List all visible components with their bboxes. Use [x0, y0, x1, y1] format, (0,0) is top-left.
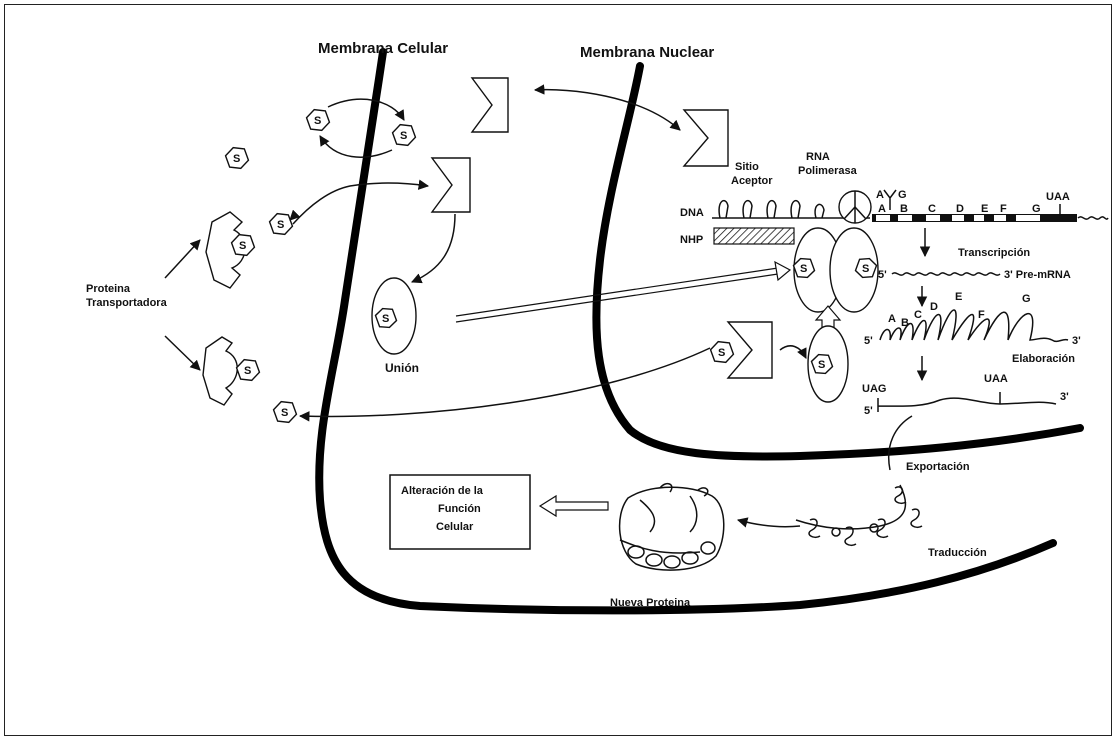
ribosome-chain — [809, 487, 922, 545]
svg-text:S: S — [718, 347, 725, 359]
nuclear-membrane-label: Membrana Nuclear — [580, 44, 714, 61]
exon-label: B — [900, 203, 908, 215]
arrow — [412, 214, 455, 282]
exon-label: D — [956, 203, 964, 215]
rna-polymerase-label: Polimerasa — [798, 165, 858, 177]
mrna-strand — [878, 392, 1056, 412]
steroid-molecule: S — [268, 210, 294, 238]
hollow-left-arrow — [540, 496, 608, 516]
svg-text:S: S — [233, 153, 240, 165]
transport-protein-label: Transportadora — [86, 297, 168, 309]
svg-text:A: A — [888, 313, 896, 325]
exon-label: F — [1000, 203, 1007, 215]
uaa-label: UAA — [984, 373, 1008, 385]
exon-label: G — [1032, 203, 1041, 215]
uaa-label: UAA — [1046, 191, 1070, 203]
exon-label: C — [928, 203, 936, 215]
gene-bar — [872, 214, 1108, 222]
receptor-dimer: S S — [792, 228, 878, 312]
exon-label: A — [878, 203, 886, 215]
hollow-arrow — [456, 262, 790, 322]
svg-text:D: D — [930, 301, 938, 313]
svg-text:S: S — [281, 407, 288, 419]
dna-label: DNA — [680, 207, 704, 219]
three-prime-label: 3' — [1060, 391, 1069, 403]
svg-text:B: B — [901, 317, 909, 329]
steroid-molecule: S — [224, 144, 250, 172]
nhp-label: NHP — [680, 234, 703, 246]
transport-protein-label: Proteina — [86, 283, 131, 295]
svg-text:C: C — [914, 309, 922, 321]
acceptor-site-label: Sitio — [735, 161, 759, 173]
transport-protein: S — [206, 212, 256, 288]
uag-label: UAG — [862, 383, 886, 395]
receptor — [728, 322, 772, 378]
exchange-arrow — [328, 99, 404, 120]
arrow — [300, 348, 710, 416]
new-protein — [620, 484, 724, 570]
union-label: Unión — [385, 361, 419, 375]
elaboration-label: Elaboración — [1012, 353, 1075, 365]
receptor-complex: S — [808, 326, 848, 402]
rna-polymerase — [839, 191, 871, 223]
svg-text:G: G — [1022, 293, 1031, 305]
receptor — [472, 78, 508, 132]
svg-text:S: S — [818, 359, 825, 371]
svg-text:E: E — [955, 291, 962, 303]
arrow — [780, 346, 806, 358]
five-prime-label: 5' — [878, 269, 887, 281]
steroid-molecule: S — [391, 121, 417, 149]
nhp-block — [714, 228, 794, 244]
cell-function-label: Alteración de la — [401, 485, 484, 497]
exportation-label: Exportación — [906, 461, 970, 473]
new-protein-label: Nueva Proteina — [610, 597, 691, 609]
svg-text:S: S — [862, 263, 869, 275]
intron-a-label: A — [876, 189, 884, 201]
cell-function-label: Celular — [436, 521, 474, 533]
svg-text:S: S — [800, 263, 807, 275]
svg-text:S: S — [239, 240, 246, 252]
cell-function-label: Función — [438, 503, 481, 515]
dna-loops — [719, 201, 824, 218]
rna-polymerase-label: RNA — [806, 151, 830, 163]
receptor — [684, 110, 728, 166]
translation-label: Traducción — [928, 547, 987, 559]
arrow — [535, 90, 680, 130]
transport-protein: S — [203, 337, 261, 405]
svg-text:S: S — [382, 313, 389, 325]
svg-text:S: S — [400, 130, 407, 142]
intron-g-label: G — [898, 189, 907, 201]
polysome-mrna — [796, 485, 905, 529]
five-prime-label: 5' — [864, 335, 873, 347]
arrow — [165, 240, 200, 278]
receptor — [432, 158, 470, 212]
receptor-complex: S — [372, 278, 416, 354]
arrow — [738, 520, 800, 527]
pre-mrna-strand — [892, 273, 1000, 275]
svg-text:S: S — [277, 219, 284, 231]
cell-membrane-label: Membrana Celular — [318, 40, 448, 57]
steroid-molecule: S — [709, 338, 735, 366]
svg-text:S: S — [244, 365, 251, 377]
five-prime-label: 5' — [864, 405, 873, 417]
exchange-arrow — [320, 136, 392, 157]
svg-text:S: S — [314, 115, 321, 127]
arrow — [165, 336, 200, 370]
steroid-molecule: S — [272, 398, 298, 426]
pre-mrna-label: 3' Pre-mRNA — [1004, 269, 1071, 281]
arrow — [290, 214, 296, 220]
three-prime-label: 3' — [1072, 335, 1081, 347]
acceptor-site-label: Aceptor — [731, 175, 773, 187]
svg-text:F: F — [978, 309, 985, 321]
transcription-label: Transcripción — [958, 247, 1030, 259]
steroid-molecule: S — [305, 106, 331, 134]
exon-label: E — [981, 203, 988, 215]
